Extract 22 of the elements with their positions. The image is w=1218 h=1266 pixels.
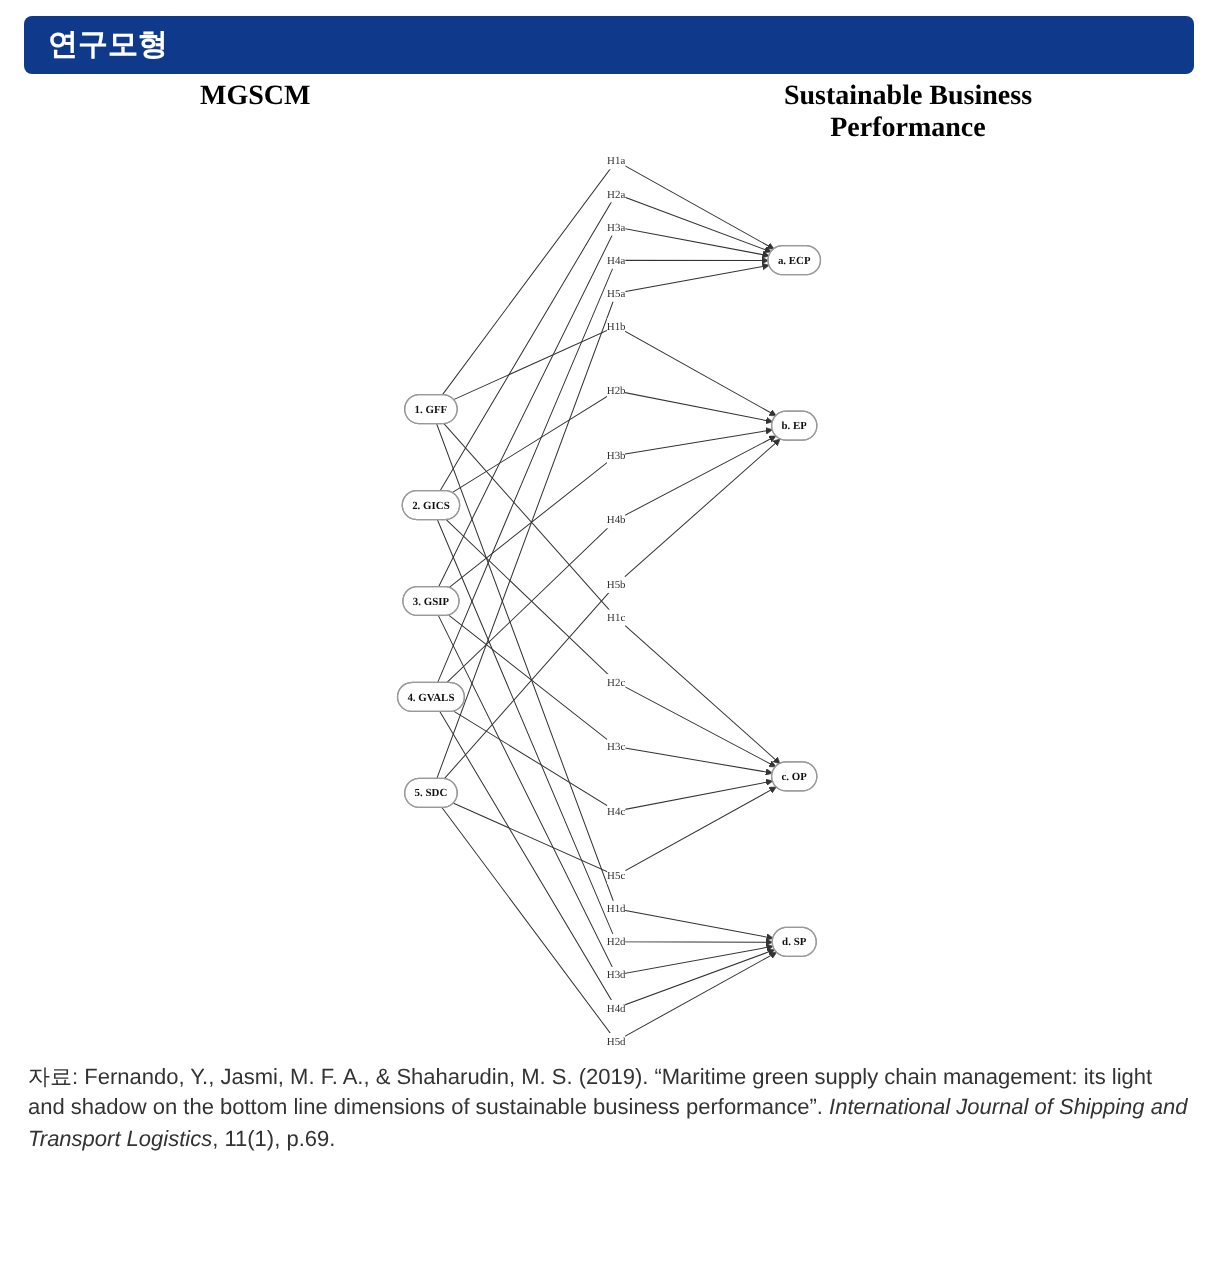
arrow xyxy=(441,807,778,1042)
column-heading: Sustainable Business Performance xyxy=(781,82,1035,146)
arrow xyxy=(438,226,770,588)
arrow xyxy=(448,427,773,589)
column-heading: MGSCM xyxy=(200,82,311,116)
arrow xyxy=(439,193,772,492)
arrow xyxy=(453,325,777,417)
title-bar: 연구모형 xyxy=(24,16,1194,74)
arrow xyxy=(438,615,774,976)
arrow xyxy=(445,435,777,684)
source-caption: 자료: Fernando, Y., Jasmi, M. F. A., & Shaharudin, M. S. (2019). “Maritime green supply chain management: its light and shadow on the bottom line dimensions of sustainable business performance”. International Journal of Shipping and Transport Logistics, 11(1), p.69. xyxy=(28,1064,1190,1156)
arrow xyxy=(441,160,775,396)
arrow xyxy=(453,710,774,812)
arrow xyxy=(439,711,776,1009)
arrow xyxy=(445,519,777,768)
arrow xyxy=(448,614,773,776)
arrow xyxy=(437,256,769,684)
arrow xyxy=(453,786,777,877)
arrow xyxy=(436,423,774,941)
arrow xyxy=(437,519,773,946)
arrow xyxy=(451,390,774,494)
arrow xyxy=(436,262,770,780)
